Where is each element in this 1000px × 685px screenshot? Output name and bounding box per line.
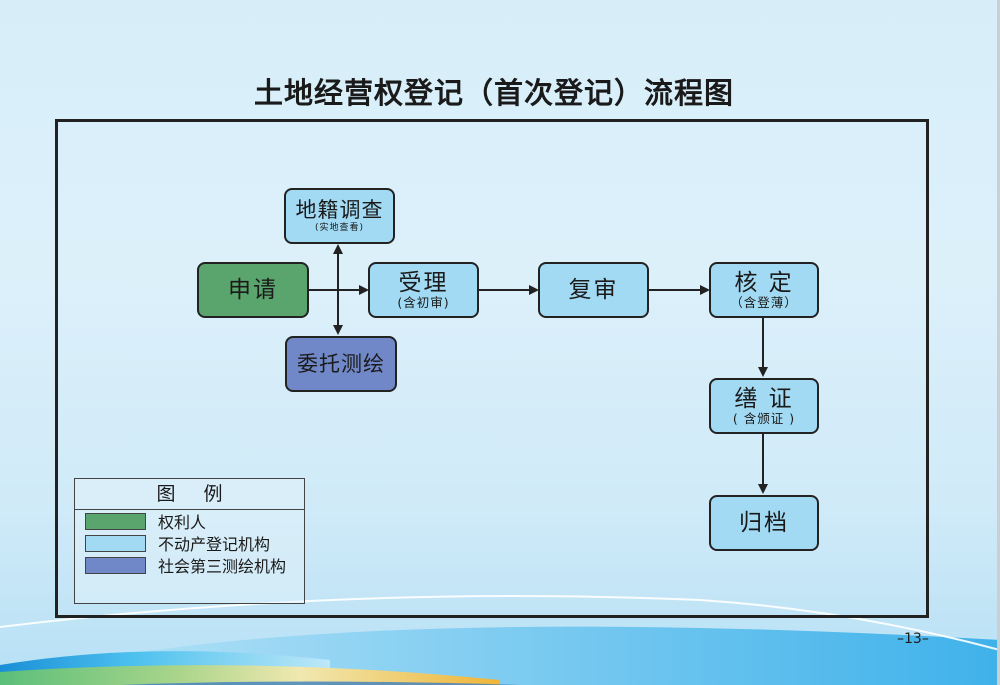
legend-label: 权利人	[158, 513, 207, 532]
legend: 图例 权利人 不动产登记机构 社会第三测绘机构	[74, 478, 305, 604]
node-apply: 申请	[197, 262, 309, 318]
node-survey-sublabel: (实地查看)	[314, 223, 365, 233]
legend-title: 图例	[75, 479, 304, 510]
node-verify: 核 定 （含登薄）	[709, 262, 819, 318]
page-edge	[997, 0, 1000, 685]
node-entrust: 委托测绘	[285, 336, 397, 392]
legend-swatch-green	[85, 512, 146, 530]
legend-item-surveyor: 社会第三测绘机构	[85, 554, 304, 576]
node-accept-sublabel: (含初审)	[397, 294, 450, 310]
node-verify-label: 核 定	[734, 269, 794, 296]
legend-item-applicant: 权利人	[85, 510, 304, 532]
page-number: –13–	[897, 631, 929, 647]
node-verify-sublabel: （含登薄）	[730, 294, 798, 310]
legend-swatch-blue	[85, 534, 146, 552]
page-title: 土地经营权登记（首次登记）流程图	[253, 76, 734, 110]
node-certify-sublabel: ( 含颁证 )	[732, 410, 796, 426]
node-archive: 归档	[709, 495, 819, 551]
node-certify-label: 缮 证	[734, 385, 794, 412]
node-accept: 受理 (含初审)	[368, 262, 479, 318]
legend-item-registry: 不动产登记机构	[85, 532, 304, 554]
node-survey: 地籍调查 (实地查看)	[284, 188, 395, 244]
node-survey-label: 地籍调查	[295, 198, 384, 222]
node-review: 复审	[538, 262, 649, 318]
diagram-frame	[55, 119, 929, 618]
node-accept-label: 受理	[398, 269, 449, 296]
node-certify: 缮 证 ( 含颁证 )	[709, 378, 819, 434]
legend-swatch-purple	[85, 556, 146, 574]
node-entrust-label: 委托测绘	[297, 351, 385, 376]
legend-label: 不动产登记机构	[158, 535, 271, 554]
legend-label: 社会第三测绘机构	[158, 557, 287, 576]
node-review-label: 复审	[568, 276, 619, 303]
node-apply-label: 申请	[228, 276, 278, 303]
node-archive-label: 归档	[739, 509, 789, 536]
